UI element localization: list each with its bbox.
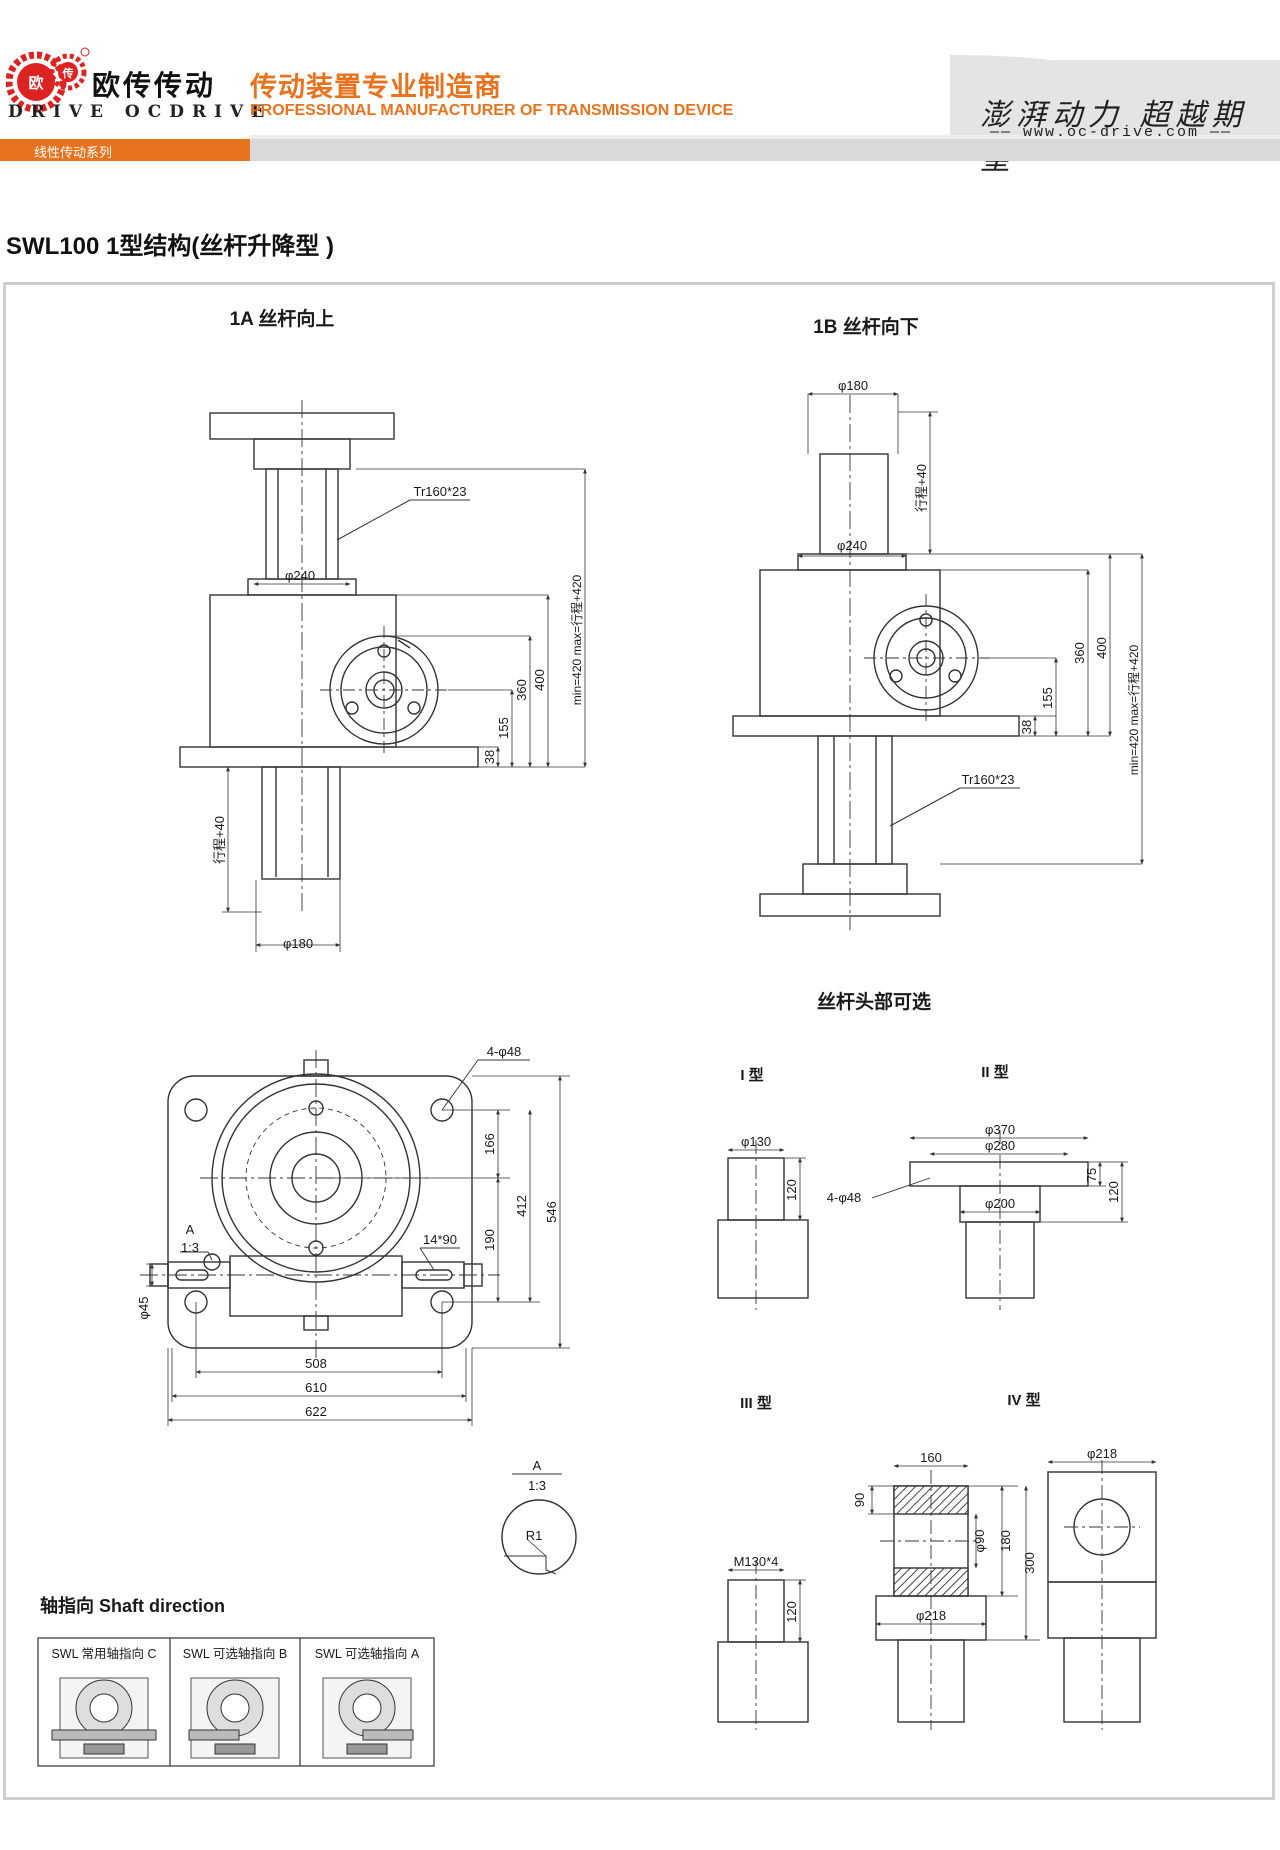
type-2-dia-370: φ370 (985, 1122, 1015, 1137)
type-1-drawing (717, 1140, 809, 1310)
page-title: SWL100 1型结构(丝杆升降型 ) (6, 233, 335, 260)
plan-dim-610: 610 (305, 1380, 327, 1395)
type-2-dim-120: 120 (1106, 1181, 1121, 1203)
drawing-frame (3, 282, 1275, 1800)
1a-dim-155: 155 (496, 717, 511, 739)
plan-detail-ref: A (186, 1222, 195, 1237)
shaft-direction-table: SWL 常用轴指向 C SWL 可选轴指向 B SWL 可选轴指向 A (37, 1637, 435, 1767)
type-4-drawing (868, 1460, 1157, 1730)
plan-dim-166: 166 (482, 1133, 497, 1155)
detail-a-radius: R1 (526, 1528, 543, 1543)
type-4-dim-180: 180 (998, 1530, 1013, 1552)
1a-dim-360: 360 (514, 679, 529, 701)
company-logo: 欧 传 (6, 47, 90, 113)
header-gray-band (250, 55, 1280, 139)
logo-char-1: 欧 (28, 74, 43, 92)
tagline-cn: 传动装置专业制造商 (250, 72, 502, 102)
view-1a (179, 400, 587, 952)
shaft-thumb-c (51, 1677, 157, 1759)
type-1-dia: φ130 (741, 1134, 771, 1149)
1b-dia-180: φ180 (838, 378, 868, 393)
1b-stroke: 行程+40 (914, 464, 929, 512)
type-2-dia-200: φ200 (985, 1196, 1015, 1211)
1b-dim-min-max: min=420 max=行程+420 (1126, 644, 1141, 775)
type-4-dia-218-side: φ218 (1087, 1446, 1117, 1461)
tagline-en: PROFESSIONAL MANUFACTURER OF TRANSMISSIO… (250, 102, 734, 119)
type-2-drawing (871, 1130, 1128, 1310)
plan-holes: 4-φ48 (487, 1044, 521, 1059)
type-3-thread: M130*4 (734, 1554, 779, 1569)
1a-dia-240: φ240 (285, 568, 315, 583)
1b-dia-240: φ240 (837, 538, 867, 553)
type-4-label: IV 型 (1007, 1391, 1040, 1409)
head-options-title: 丝杆头部可选 (817, 990, 931, 1013)
type-2-holes: 4-φ48 (827, 1190, 861, 1205)
1b-screw-label: Tr160*23 (962, 772, 1015, 787)
1b-dim-38: 38 (1019, 720, 1034, 734)
plan-dim-622: 622 (305, 1404, 327, 1419)
1b-dim-155: 155 (1040, 687, 1055, 709)
detail-a (501, 1473, 577, 1575)
plan-view (140, 1050, 570, 1426)
type-4-dim-90: 90 (852, 1493, 867, 1507)
type-4-dia-90: φ90 (972, 1530, 987, 1553)
type-2-dia-280: φ280 (985, 1138, 1015, 1153)
detail-a-scale: 1:3 (528, 1478, 546, 1493)
type-4-dim-300: 300 (1022, 1552, 1037, 1574)
1a-screw-label: Tr160*23 (414, 484, 467, 499)
type-3-drawing (717, 1560, 809, 1730)
type-1-label: I 型 (740, 1066, 763, 1084)
1a-dim-38: 38 (482, 750, 497, 764)
brand-name-en: DRIVE OCDRIVE (8, 102, 273, 122)
view-1a-title: 1A 丝杆向上 (230, 307, 335, 330)
shaft-thumb-a (322, 1677, 414, 1759)
type-4-width: 160 (920, 1450, 942, 1465)
brand-name-cn: 欧传传动 (92, 70, 217, 101)
1b-dim-360: 360 (1072, 642, 1087, 664)
view-1b-title: 1B 丝杆向下 (813, 315, 919, 338)
plan-dim-190: 190 (482, 1229, 497, 1251)
shaft-option-b: SWL 可选轴指向 B (183, 1646, 287, 1661)
type-3-height: 120 (784, 1601, 799, 1623)
1a-dim-400: 400 (532, 669, 547, 691)
type-1-height: 120 (784, 1179, 799, 1201)
series-strip (250, 139, 1280, 161)
type-3-label: III 型 (740, 1394, 772, 1412)
shaft-option-a: SWL 可选轴指向 A (315, 1646, 420, 1661)
series-tab: 线性传动系列 (0, 139, 250, 161)
type-2-dim-75: 75 (1084, 1168, 1099, 1182)
shaft-thumb-b (188, 1677, 280, 1759)
plan-dim-546: 546 (544, 1201, 559, 1223)
website-url: —— www.oc-drive.com —— (990, 124, 1233, 141)
page-header: 欧 传 欧传传动 DRIVE OCDRIVE 传动装置专业制造商 PROFESS… (0, 0, 1280, 177)
view-1b (732, 392, 1144, 930)
type-4-dia-218-base: φ218 (916, 1608, 946, 1623)
1a-dia-180: φ180 (283, 936, 313, 951)
shaft-option-c: SWL 常用轴指向 C (51, 1646, 156, 1661)
plan-dim-412: 412 (514, 1195, 529, 1217)
1a-dim-min-max: min=420 max=行程+420 (569, 574, 584, 705)
plan-key: 14*90 (423, 1232, 457, 1247)
shaft-direction-title: 轴指向 Shaft direction (40, 1595, 225, 1616)
logo-char-2: 传 (62, 66, 74, 80)
type-2-label: II 型 (981, 1063, 1009, 1081)
plan-dim-508: 508 (305, 1356, 327, 1371)
detail-a-ref: A (533, 1458, 542, 1473)
plan-shaft-dia: φ45 (136, 1297, 151, 1320)
1a-stroke: 行程+40 (212, 816, 227, 864)
plan-detail-scale: 1:3 (181, 1240, 199, 1255)
1b-dim-400: 400 (1094, 637, 1109, 659)
